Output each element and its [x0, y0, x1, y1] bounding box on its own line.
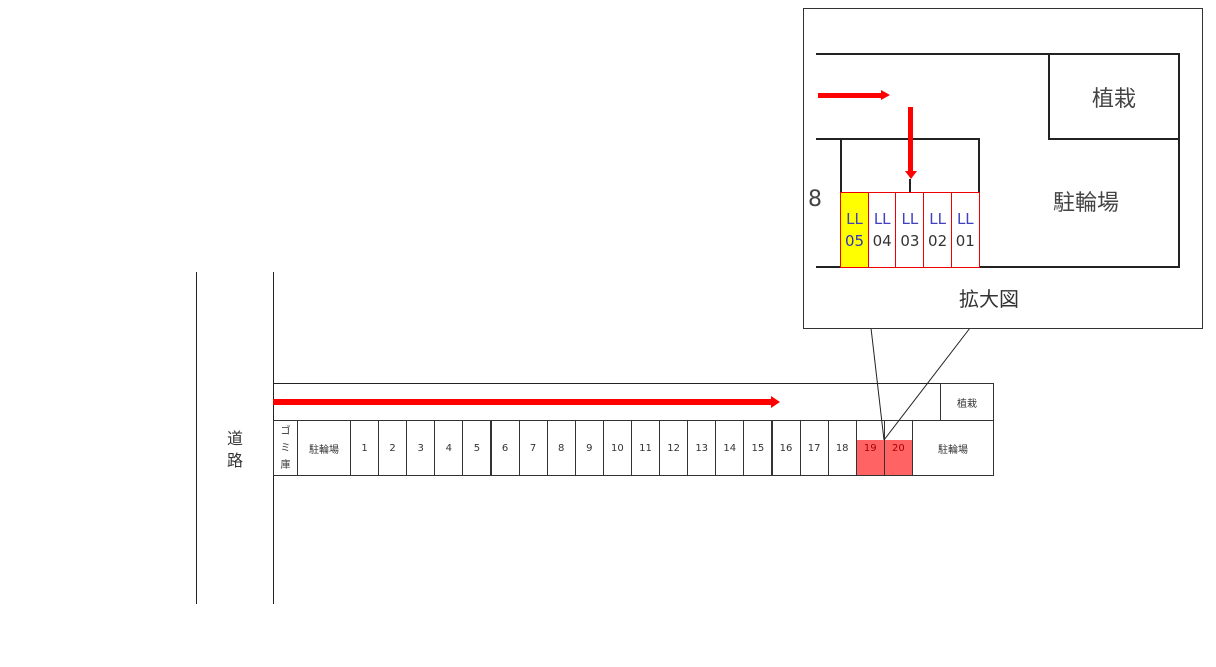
- inset-planting: 植栽: [1048, 53, 1180, 140]
- inset-planting-label: 植栽: [1091, 86, 1136, 112]
- parking-space-15: 15: [743, 420, 773, 476]
- ll-number: 05: [844, 232, 865, 250]
- direction-arrow: [273, 399, 773, 405]
- zoom-callout: 植栽 8 駐輪場 LL 05 LL 04 LL 03 LL 02 LL 01 拡大図: [803, 8, 1203, 329]
- inset-arrow-down: [908, 107, 913, 172]
- ll-space-03: LL 03: [895, 192, 925, 268]
- garbage-label-1: ゴ: [280, 425, 291, 437]
- inset-bike-parking-label: 駐輪場: [1052, 191, 1119, 216]
- ll-space-05: LL 05: [840, 192, 869, 268]
- arrow-right-icon: [881, 90, 890, 100]
- parking-space-14: 14: [715, 420, 745, 476]
- parking-space-16: 16: [771, 420, 801, 476]
- inset-arrow-right: [818, 93, 882, 98]
- garbage-label-2: ミ: [280, 442, 291, 454]
- ll-prefix: LL: [846, 210, 863, 228]
- planting-area: 植栽: [940, 383, 994, 421]
- ll-number: 01: [955, 232, 975, 250]
- road-label: 道路: [226, 429, 243, 470]
- arrow-head-icon: [771, 396, 780, 408]
- ll-space-01: LL 01: [950, 192, 980, 268]
- parking-space-2: 2: [378, 420, 408, 476]
- inset-bottom-line: [816, 266, 1180, 268]
- parking-space-18: 18: [827, 420, 857, 476]
- parking-space-5: 5: [462, 420, 492, 476]
- ll-prefix: LL: [901, 210, 919, 228]
- lane-top-line: [273, 383, 940, 384]
- bike-parking: 駐輪場: [297, 420, 351, 476]
- ll-space-02: LL 02: [923, 192, 953, 268]
- inset-top-line: [816, 53, 1180, 55]
- bike-parking-right: 駐輪場: [912, 420, 994, 476]
- parking-space-6: 6: [490, 420, 520, 476]
- parking-space-19: 19: [855, 420, 885, 476]
- road-edge-line: [196, 272, 197, 604]
- parking-space-10: 10: [602, 420, 632, 476]
- parking-space-11: 11: [631, 420, 660, 476]
- ll-number: 02: [928, 232, 948, 250]
- parking-space-8: 8: [546, 420, 576, 476]
- inset-caption: 拡大図: [959, 287, 1019, 311]
- inset-right-line: [1178, 53, 1180, 268]
- inset-divider: [909, 179, 911, 194]
- inset-inner-top: [816, 138, 980, 140]
- garbage-storage: ゴ ミ 庫: [273, 420, 298, 476]
- ll-prefix: LL: [956, 210, 974, 228]
- inset-partial-label: 8: [808, 187, 822, 212]
- arrow-down-icon: [905, 171, 917, 179]
- parking-space-7: 7: [518, 420, 548, 476]
- ll-prefix: LL: [929, 210, 946, 228]
- garbage-label-3: 庫: [280, 459, 291, 471]
- ll-space-04: LL 04: [867, 192, 897, 268]
- ll-number: 04: [872, 232, 892, 250]
- ll-prefix: LL: [873, 210, 891, 228]
- ll-number: 03: [900, 232, 920, 250]
